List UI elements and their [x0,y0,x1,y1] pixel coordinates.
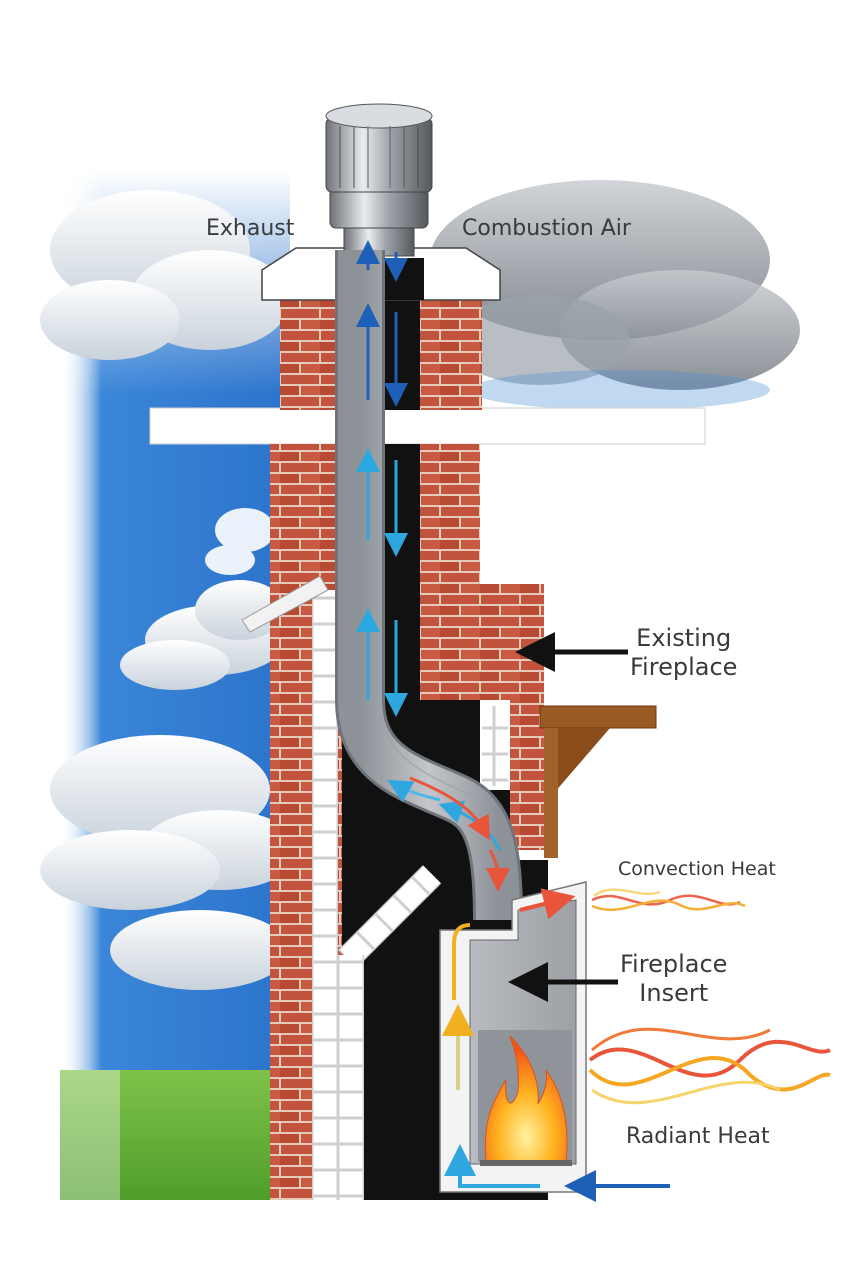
cloud-left-small [205,508,275,575]
fireplace-insert [439,881,587,1193]
mantel [539,705,657,858]
storm-clouds-right [430,180,800,410]
insert-air-arrows [442,888,670,1202]
convection-heat-waves [591,888,746,912]
firebrick-back [482,706,508,786]
sky-backdrop [40,170,300,1200]
smoke-chamber-wall [510,700,544,850]
fireplace-insert-label-line1: Fireplace [620,950,728,978]
chimney-cap [325,103,433,257]
firebrick-hearth-wall [338,955,364,1200]
radiant-heat-waves [588,1027,831,1105]
convection-heat-label: Convection Heat [618,858,776,880]
existing-fireplace-label-line2: Fireplace [630,652,738,681]
cloud-left-upper [40,190,290,360]
radiant-heat-label: Radiant Heat [626,1124,770,1149]
existing-fireplace-label: Existing Fireplace [630,624,737,682]
existing-fireplace-masonry [420,584,544,700]
roof-line [149,407,706,445]
chimney-stack-right [420,298,482,410]
chimney-stack-left [280,298,342,410]
cloud-left-lower [40,735,300,990]
grass [60,1070,290,1200]
chimney-wall-right [420,444,480,584]
wall-vent-pipe [241,575,329,633]
fireplace-insert-label: Fireplace Insert [620,950,727,1008]
combustion-air-label: Combustion Air [462,216,631,241]
existing-fireplace-label-line1: Existing [636,624,732,652]
flame [484,1035,568,1163]
firebrick-slope [338,865,442,969]
combustion-air-flow-arrows [384,252,510,892]
exhaust-label: Exhaust [206,216,295,241]
firebrick-liner-left [312,590,338,1200]
fireplace-insert-label-line2: Insert [639,978,709,1007]
